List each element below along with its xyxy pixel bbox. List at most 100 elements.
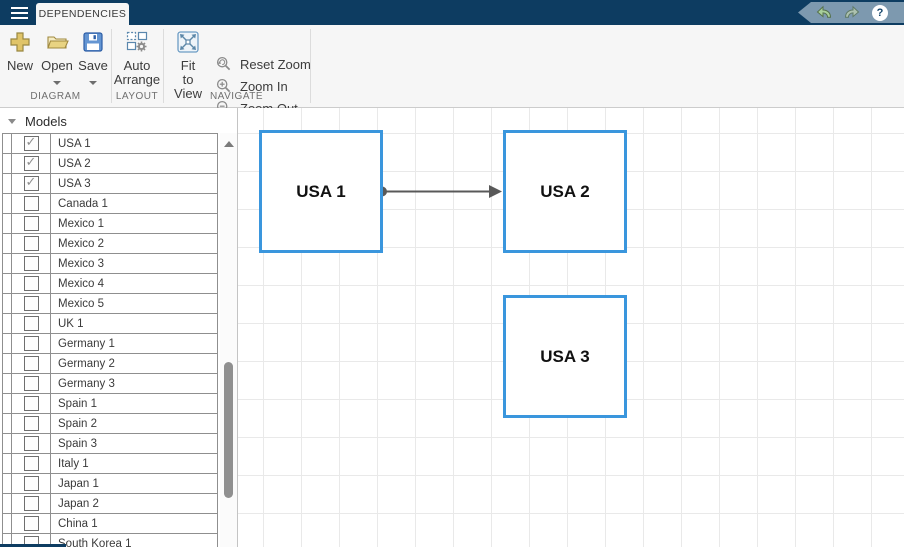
table-row[interactable]: USA 1 bbox=[3, 134, 217, 154]
model-name-cell: Mexico 4 bbox=[51, 274, 217, 293]
model-checkbox[interactable] bbox=[24, 316, 39, 331]
checkbox-cell bbox=[12, 214, 51, 233]
checkbox-cell bbox=[12, 254, 51, 273]
table-row[interactable]: China 1 bbox=[3, 514, 217, 534]
model-name-cell: Spain 1 bbox=[51, 394, 217, 413]
model-checkbox[interactable] bbox=[24, 456, 39, 471]
table-row[interactable]: Mexico 2 bbox=[3, 234, 217, 254]
models-section-header[interactable]: Models bbox=[0, 111, 67, 131]
dependency-edge[interactable] bbox=[377, 185, 502, 198]
model-checkbox[interactable] bbox=[24, 176, 39, 191]
model-checkbox[interactable] bbox=[24, 436, 39, 451]
table-row[interactable]: Canada 1 bbox=[3, 194, 217, 214]
model-name-cell: UK 1 bbox=[51, 314, 217, 333]
row-header-cell bbox=[3, 514, 12, 533]
model-checkbox[interactable] bbox=[24, 216, 39, 231]
model-name-cell: Germany 3 bbox=[51, 374, 217, 393]
fit-to-view-label-line1: Fit bbox=[181, 59, 195, 73]
table-row[interactable]: Mexico 3 bbox=[3, 254, 217, 274]
undo-button[interactable] bbox=[814, 4, 834, 22]
model-checkbox[interactable] bbox=[24, 256, 39, 271]
table-row[interactable]: Japan 1 bbox=[3, 474, 217, 494]
model-name-cell: Germany 2 bbox=[51, 354, 217, 373]
save-button[interactable]: Save bbox=[76, 30, 110, 85]
row-header-cell bbox=[3, 354, 12, 373]
model-checkbox[interactable] bbox=[24, 496, 39, 511]
save-dropdown-icon[interactable] bbox=[89, 81, 97, 85]
model-checkbox[interactable] bbox=[24, 236, 39, 251]
row-header-cell bbox=[3, 394, 12, 413]
checkbox-cell bbox=[12, 494, 51, 513]
new-button[interactable]: New bbox=[2, 30, 38, 73]
layout-group-label: LAYOUT bbox=[111, 91, 163, 105]
table-row[interactable]: Japan 2 bbox=[3, 494, 217, 514]
checkbox-cell bbox=[12, 394, 51, 413]
model-name-cell: China 1 bbox=[51, 514, 217, 533]
scrollbar-thumb[interactable] bbox=[224, 362, 233, 498]
help-button[interactable]: ? bbox=[870, 4, 890, 22]
model-name-cell: Mexico 5 bbox=[51, 294, 217, 313]
auto-arrange-label-line2: Arrange bbox=[114, 73, 160, 87]
model-name-cell: Japan 1 bbox=[51, 474, 217, 493]
tab-dependencies[interactable]: DEPENDENCIES bbox=[36, 3, 129, 25]
model-name-cell: Canada 1 bbox=[51, 194, 217, 213]
diagram-canvas[interactable]: USA 1 USA 2 USA 3 bbox=[238, 108, 904, 547]
save-icon bbox=[81, 30, 105, 54]
table-row[interactable]: USA 3 bbox=[3, 174, 217, 194]
model-checkbox[interactable] bbox=[24, 476, 39, 491]
model-checkbox[interactable] bbox=[24, 356, 39, 371]
model-name-cell: Japan 2 bbox=[51, 494, 217, 513]
vertical-scrollbar[interactable] bbox=[220, 133, 237, 547]
table-row[interactable]: Mexico 1 bbox=[3, 214, 217, 234]
model-checkbox[interactable] bbox=[24, 516, 39, 531]
model-name-cell: Mexico 3 bbox=[51, 254, 217, 273]
model-checkbox[interactable] bbox=[24, 156, 39, 171]
model-checkbox[interactable] bbox=[24, 136, 39, 151]
table-row[interactable]: Germany 3 bbox=[3, 374, 217, 394]
table-row[interactable]: Mexico 5 bbox=[3, 294, 217, 314]
model-checkbox[interactable] bbox=[24, 336, 39, 351]
table-row[interactable]: Spain 2 bbox=[3, 414, 217, 434]
row-header-cell bbox=[3, 294, 12, 313]
table-row[interactable]: Spain 1 bbox=[3, 394, 217, 414]
model-checkbox[interactable] bbox=[24, 376, 39, 391]
checkbox-cell bbox=[12, 174, 51, 193]
table-row[interactable]: Spain 3 bbox=[3, 434, 217, 454]
row-header-cell bbox=[3, 174, 12, 193]
table-row[interactable]: Germany 2 bbox=[3, 354, 217, 374]
scroll-up-arrow-icon[interactable] bbox=[224, 141, 234, 147]
model-checkbox[interactable] bbox=[24, 296, 39, 311]
auto-arrange-button[interactable]: Auto Arrange bbox=[114, 30, 160, 87]
models-section-label: Models bbox=[25, 114, 67, 129]
open-button[interactable]: Open bbox=[38, 30, 76, 85]
model-checkbox[interactable] bbox=[24, 196, 39, 211]
new-label: New bbox=[7, 59, 33, 73]
table-row[interactable]: UK 1 bbox=[3, 314, 217, 334]
checkbox-cell bbox=[12, 434, 51, 453]
model-checkbox[interactable] bbox=[24, 396, 39, 411]
open-dropdown-icon[interactable] bbox=[53, 81, 61, 85]
redo-button[interactable] bbox=[842, 4, 862, 22]
model-name-cell: Mexico 1 bbox=[51, 214, 217, 233]
open-label: Open bbox=[41, 59, 73, 73]
checkbox-cell bbox=[12, 514, 51, 533]
model-name-cell: Spain 3 bbox=[51, 434, 217, 453]
model-checkbox[interactable] bbox=[24, 276, 39, 291]
table-row[interactable]: Italy 1 bbox=[3, 454, 217, 474]
diagram-group-label: DIAGRAM bbox=[0, 91, 111, 105]
table-row[interactable]: Germany 1 bbox=[3, 334, 217, 354]
row-header-cell bbox=[3, 414, 12, 433]
table-row[interactable]: Mexico 4 bbox=[3, 274, 217, 294]
diagram-node[interactable]: USA 2 bbox=[503, 130, 627, 253]
checkbox-cell bbox=[12, 234, 51, 253]
diagram-node[interactable]: USA 1 bbox=[259, 130, 383, 253]
diagram-node[interactable]: USA 3 bbox=[503, 295, 627, 418]
collapse-triangle-icon bbox=[8, 119, 16, 124]
hamburger-menu-icon[interactable] bbox=[8, 0, 36, 25]
model-name-cell: USA 3 bbox=[51, 174, 217, 193]
model-name-cell: Germany 1 bbox=[51, 334, 217, 353]
table-row[interactable]: USA 2 bbox=[3, 154, 217, 174]
model-checkbox[interactable] bbox=[24, 416, 39, 431]
reset-zoom-button[interactable]: Reset Zoom bbox=[216, 55, 311, 73]
